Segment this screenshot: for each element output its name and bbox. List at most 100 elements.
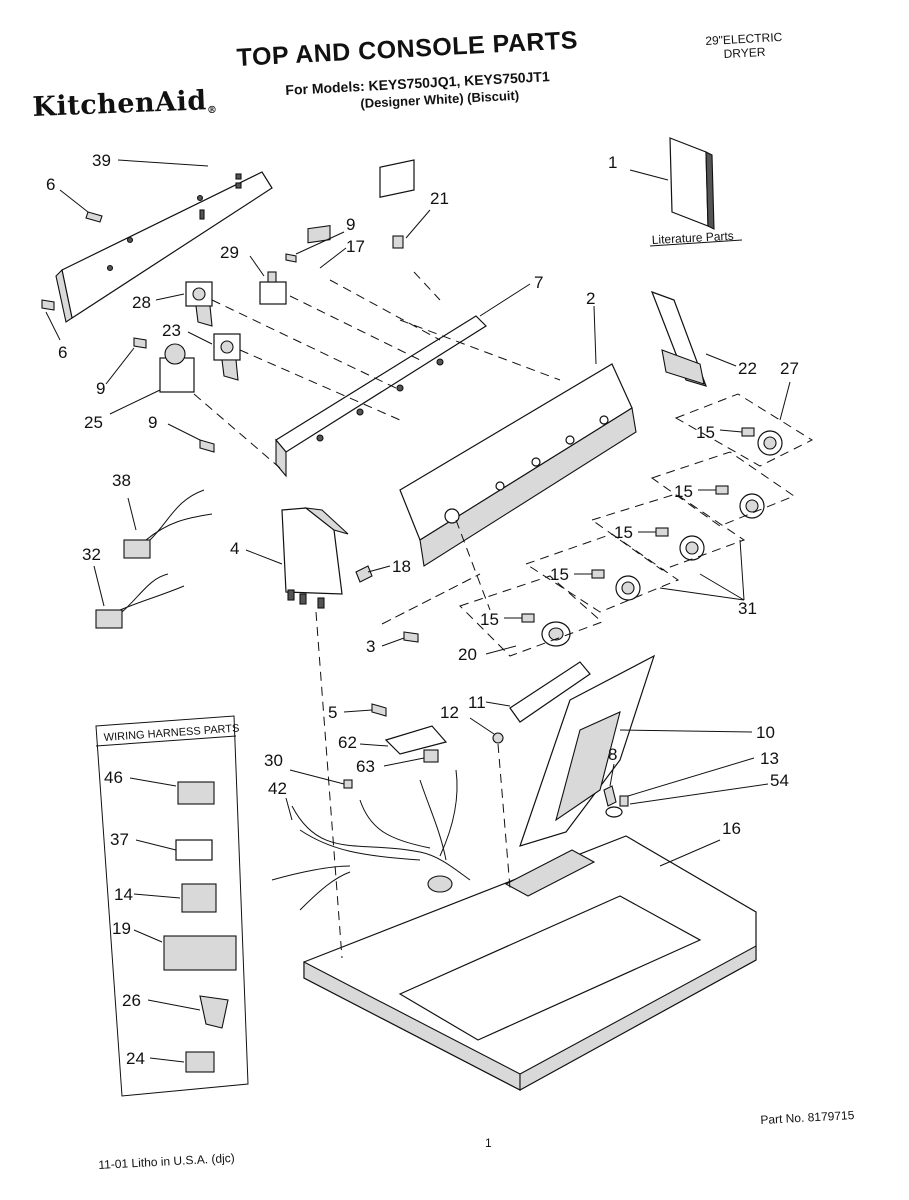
part-13-washer <box>605 806 623 818</box>
part-26-connector <box>199 995 229 1029</box>
callout-14: 14 <box>114 885 133 904</box>
callout-numbers: 39 6 6 1 21 9 17 29 28 7 2 22 27 23 9 25… <box>46 151 799 838</box>
callout-16: 16 <box>722 819 741 838</box>
part-9-screw-a <box>285 253 297 263</box>
callout-7: 7 <box>534 273 543 292</box>
callout-15-e: 15 <box>480 610 499 629</box>
part-63-connector <box>423 749 439 763</box>
callout-13: 13 <box>760 749 779 768</box>
part-23-switch <box>213 333 241 381</box>
part-4-side-panel <box>281 507 349 609</box>
callout-8: 8 <box>608 745 617 764</box>
callout-9-mid: 9 <box>96 379 105 398</box>
callout-15-c: 15 <box>614 523 633 542</box>
callout-38: 38 <box>112 471 131 490</box>
part-17-connector <box>307 224 331 244</box>
callout-15-b: 15 <box>674 482 693 501</box>
callout-21: 21 <box>430 189 449 208</box>
part-8-screw <box>603 785 617 807</box>
part-31-knob-c <box>615 575 641 601</box>
part-15-clip-b <box>715 485 729 495</box>
callout-11: 11 <box>468 693 486 712</box>
part-32-harness <box>95 573 185 629</box>
callout-15-d: 15 <box>550 565 569 584</box>
page-number: 1 <box>485 1136 492 1150</box>
callout-42: 42 <box>268 779 287 798</box>
part-10-lint-duct <box>519 654 656 847</box>
part-22-end-cap <box>650 290 707 387</box>
callout-15-a: 15 <box>696 423 715 442</box>
part-3-screw <box>403 631 419 643</box>
callout-31: 31 <box>738 599 757 618</box>
callout-9-upper: 9 <box>346 215 355 234</box>
part-21-switch <box>379 159 415 249</box>
part-2-console-panel <box>399 363 637 567</box>
part-5-screw <box>371 703 387 717</box>
part-9-screw-c <box>199 439 215 453</box>
part-20-knob <box>541 621 571 647</box>
callout-9-lower: 9 <box>148 413 157 432</box>
part-14-connector <box>181 883 217 913</box>
callout-12: 12 <box>440 703 459 722</box>
callout-5: 5 <box>328 703 337 722</box>
part-46-connector <box>177 781 215 805</box>
part-29-switch <box>259 271 287 305</box>
callout-46: 46 <box>104 768 123 787</box>
part-39-rear-panel <box>55 171 273 323</box>
callout-6-upper: 6 <box>46 175 55 194</box>
callout-29: 29 <box>220 243 239 262</box>
part-31-knob-a <box>739 493 765 519</box>
callout-2: 2 <box>586 289 595 308</box>
callout-6-lower: 6 <box>58 343 67 362</box>
callout-28: 28 <box>132 293 151 312</box>
part-24-connector <box>185 1051 215 1073</box>
callout-23: 23 <box>162 321 181 340</box>
callout-1: 1 <box>608 153 617 172</box>
part-1-literature <box>669 137 715 230</box>
callout-19: 19 <box>112 919 131 938</box>
part-16-top-panel <box>303 835 757 1091</box>
literature-label: Literature Parts <box>651 229 734 247</box>
callout-39: 39 <box>92 151 111 170</box>
callout-18: 18 <box>392 557 411 576</box>
leader-lines <box>45 159 791 867</box>
part-54-screw <box>619 795 629 807</box>
callout-20: 20 <box>458 645 477 664</box>
part-18-screw <box>355 565 373 583</box>
callout-54: 54 <box>770 771 789 790</box>
callout-4: 4 <box>230 539 239 558</box>
callout-17: 17 <box>346 237 365 256</box>
part-27-knob <box>757 430 783 456</box>
callout-62: 62 <box>338 733 357 752</box>
part-19-connector <box>163 935 237 971</box>
part-15-clip-c <box>655 527 669 537</box>
part-15-clip-e <box>521 613 535 623</box>
callout-25: 25 <box>84 413 103 432</box>
part-62-bracket <box>384 725 448 755</box>
part-11-lint-cover <box>509 661 591 723</box>
part-37-connector <box>175 839 213 861</box>
part-42-main-harness <box>271 769 471 911</box>
callout-63: 63 <box>356 757 375 776</box>
callout-24: 24 <box>126 1049 145 1068</box>
callout-22: 22 <box>738 359 757 378</box>
part-15-clip-a <box>741 427 755 437</box>
callout-37: 37 <box>110 830 129 849</box>
part-6-screw-lower <box>41 299 55 311</box>
part-7-console-bracket <box>275 315 487 478</box>
callout-32: 32 <box>82 545 101 564</box>
part-30-clip <box>343 779 353 789</box>
part-9-screw-b <box>133 337 147 349</box>
part-38-harness <box>123 489 213 559</box>
wiring-harness-box: WIRING HARNESS PARTS 46 37 14 19 26 24 <box>95 715 249 1097</box>
callout-3: 3 <box>366 637 375 656</box>
part-6-screw-upper <box>85 211 103 223</box>
part-15-clip-d <box>591 569 605 579</box>
callout-26: 26 <box>122 991 141 1010</box>
part-25-timer <box>159 343 195 393</box>
callout-10: 10 <box>756 723 775 742</box>
part-28-switch <box>185 281 213 327</box>
callout-27: 27 <box>780 359 799 378</box>
callout-30: 30 <box>264 751 283 770</box>
